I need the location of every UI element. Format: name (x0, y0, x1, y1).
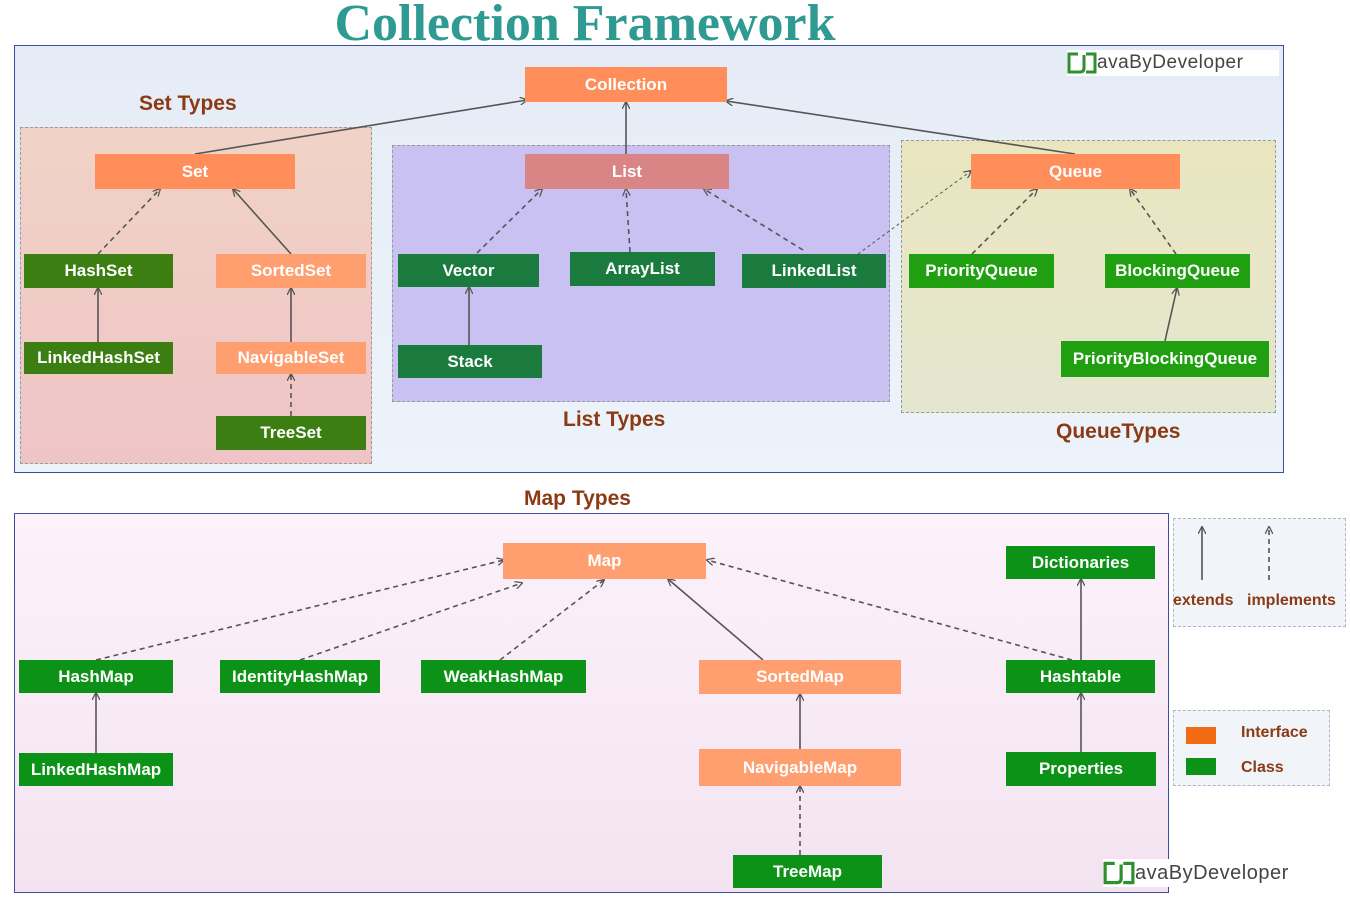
brand-text: avaByDeveloper (1135, 861, 1289, 884)
brand-icon (1103, 860, 1135, 886)
node-hashtable: Hashtable (1006, 660, 1155, 693)
node-list: List (525, 154, 729, 189)
node-weakhashmap: WeakHashMap (421, 660, 586, 693)
node-sortedmap: SortedMap (699, 660, 901, 694)
class-swatch (1186, 758, 1216, 775)
node-vector: Vector (398, 254, 539, 287)
queue-types-label: QueueTypes (1056, 420, 1181, 443)
legend-implements-label: implements (1247, 592, 1336, 609)
brand-icon (1067, 51, 1097, 75)
node-identityhashmap: IdentityHashMap (220, 660, 380, 693)
page-title: Collection Framework (334, 0, 836, 52)
node-dictionaries: Dictionaries (1006, 546, 1155, 579)
node-linkedlist: LinkedList (742, 254, 886, 288)
legend-extends-label: extends (1173, 592, 1234, 609)
node-hashset: HashSet (24, 254, 173, 288)
node-treeset: TreeSet (216, 416, 366, 450)
node-priorityblockingqueue: PriorityBlockingQueue (1061, 341, 1269, 377)
node-queue: Queue (971, 154, 1180, 189)
node-linkedhashmap: LinkedHashMap (19, 753, 173, 786)
list-types-label: List Types (563, 408, 666, 431)
node-properties: Properties (1006, 752, 1156, 786)
interface-swatch (1186, 727, 1216, 744)
node-sortedset: SortedSet (216, 254, 366, 288)
node-arraylist: ArrayList (570, 252, 715, 286)
legend-class-label: Class (1241, 759, 1284, 776)
node-navigablemap: NavigableMap (699, 749, 901, 786)
set-types-label: Set Types (139, 92, 237, 115)
node-set: Set (95, 154, 295, 189)
node-navigableset: NavigableSet (216, 342, 366, 374)
node-stack: Stack (398, 345, 542, 378)
arrow-legend (1173, 518, 1346, 627)
legend-interface-label: Interface (1241, 724, 1308, 741)
node-linkedhashset: LinkedHashSet (24, 342, 173, 374)
brand-text: avaByDeveloper (1097, 52, 1244, 73)
node-collection: Collection (525, 67, 727, 102)
node-map: Map (503, 543, 706, 579)
brand-logo-top: avaByDeveloper (1067, 50, 1279, 76)
map-types-label: Map Types (524, 487, 631, 510)
node-hashmap: HashMap (19, 660, 173, 693)
node-blockingqueue: BlockingQueue (1105, 254, 1250, 288)
brand-logo-bottom: avaByDeveloper (1103, 859, 1338, 887)
node-priorityqueue: PriorityQueue (909, 254, 1054, 288)
node-treemap: TreeMap (733, 855, 882, 888)
